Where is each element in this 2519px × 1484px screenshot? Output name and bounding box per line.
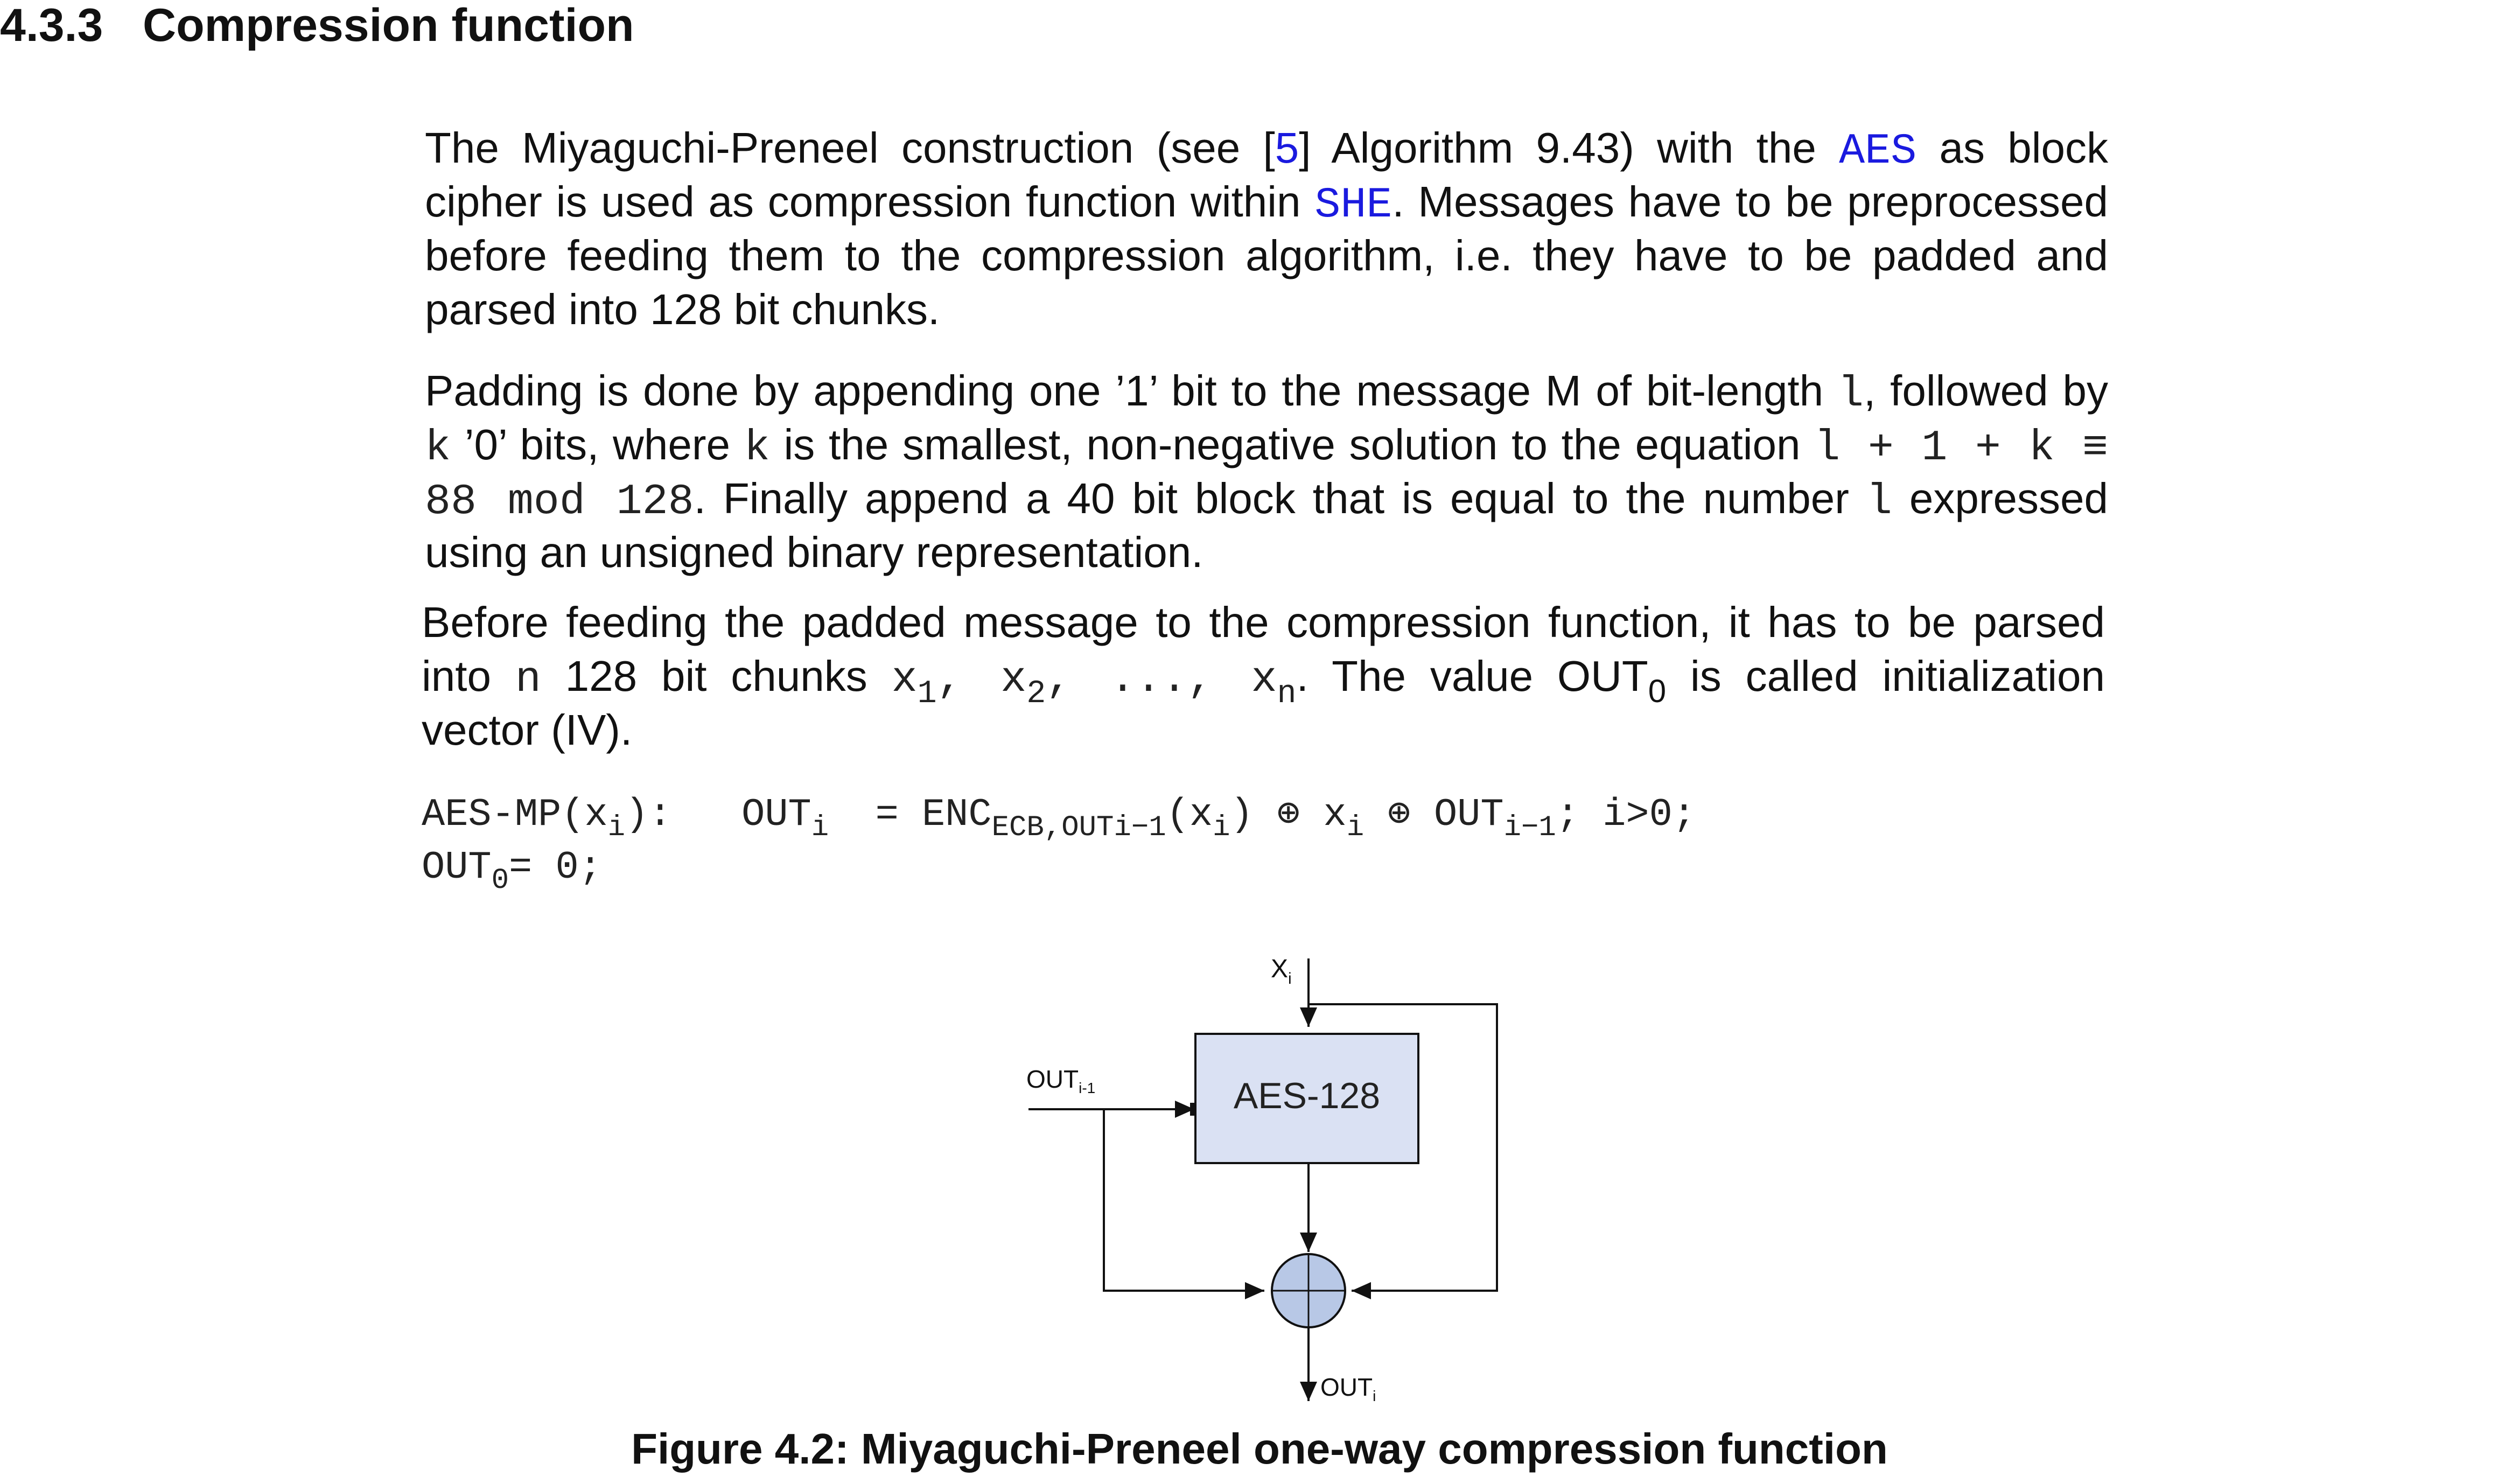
paragraph-line: vector (IV).	[422, 706, 633, 754]
aes-link[interactable]: AES	[1839, 127, 1917, 176]
section-number: 4.3.3	[0, 0, 103, 51]
output-label: OUTi	[1320, 1373, 1376, 1404]
formula-iv: OUT0= 0;	[422, 845, 602, 897]
paragraph-line: before feeding them to the compression a…	[425, 232, 2108, 279]
equation-inline: l + 1 + k ≡	[1814, 424, 2108, 473]
paragraph-parsing: Before feeding the padded message to the…	[422, 596, 2105, 757]
prev-output-label: OUTi-1	[1026, 1065, 1095, 1096]
paragraph-construction: The Miyaguchi-Preneel construction (see …	[425, 121, 2108, 337]
paragraph-line: into n 128 bit chunks x1, x2, ..., xn. T…	[422, 652, 2105, 712]
feedforward-input-path	[1309, 1003, 1498, 1299]
compression-diagram: AES-128 Xi OUTi-1 OUTi	[1026, 955, 1498, 1404]
citation-link[interactable]: 5	[1275, 124, 1299, 172]
xor-symbol: ⊕	[1276, 793, 1300, 837]
paragraph-padding: Padding is done by appending one ’1’ bit…	[425, 364, 2108, 579]
she-link[interactable]: SHE	[1314, 181, 1393, 230]
feedforward-prev-path	[1103, 1109, 1264, 1299]
aes-block	[1194, 1033, 1419, 1164]
formula-aes-mp: AES-MP(xi): OUTi = ENCECB,OUTi−1(xi) ⊕ x…	[422, 793, 1696, 844]
paragraph-line: cipher is used as compression function w…	[425, 178, 2108, 230]
paragraph-line: k ’0’ bits, where k is the smallest, non…	[425, 421, 2108, 473]
paragraph-line: Padding is done by appending one ’1’ bit…	[425, 367, 2109, 419]
paragraph-line: using an unsigned binary representation.	[425, 528, 1203, 576]
section-heading: 4.3.3 Compression function	[0, 0, 2519, 51]
aes-block-label: AES-128	[1234, 1075, 1380, 1116]
equation-inline: 88 mod 128	[425, 478, 694, 527]
paragraph-line: The Miyaguchi-Preneel construction (see …	[425, 124, 2109, 176]
input-label: Xi	[1271, 955, 1292, 988]
paragraph-line: parsed into 128 bit chunks.	[425, 285, 940, 333]
figure-caption: Figure 4.2: Miyaguchi-Preneel one-way co…	[631, 1425, 1888, 1473]
paragraph-line: 88 mod 128. Finally append a 40 bit bloc…	[425, 474, 2109, 527]
paragraph-line: Before feeding the padded message to the…	[422, 598, 2105, 646]
xor-symbol: ⊕	[1387, 793, 1411, 837]
section-title: Compression function	[143, 0, 634, 51]
